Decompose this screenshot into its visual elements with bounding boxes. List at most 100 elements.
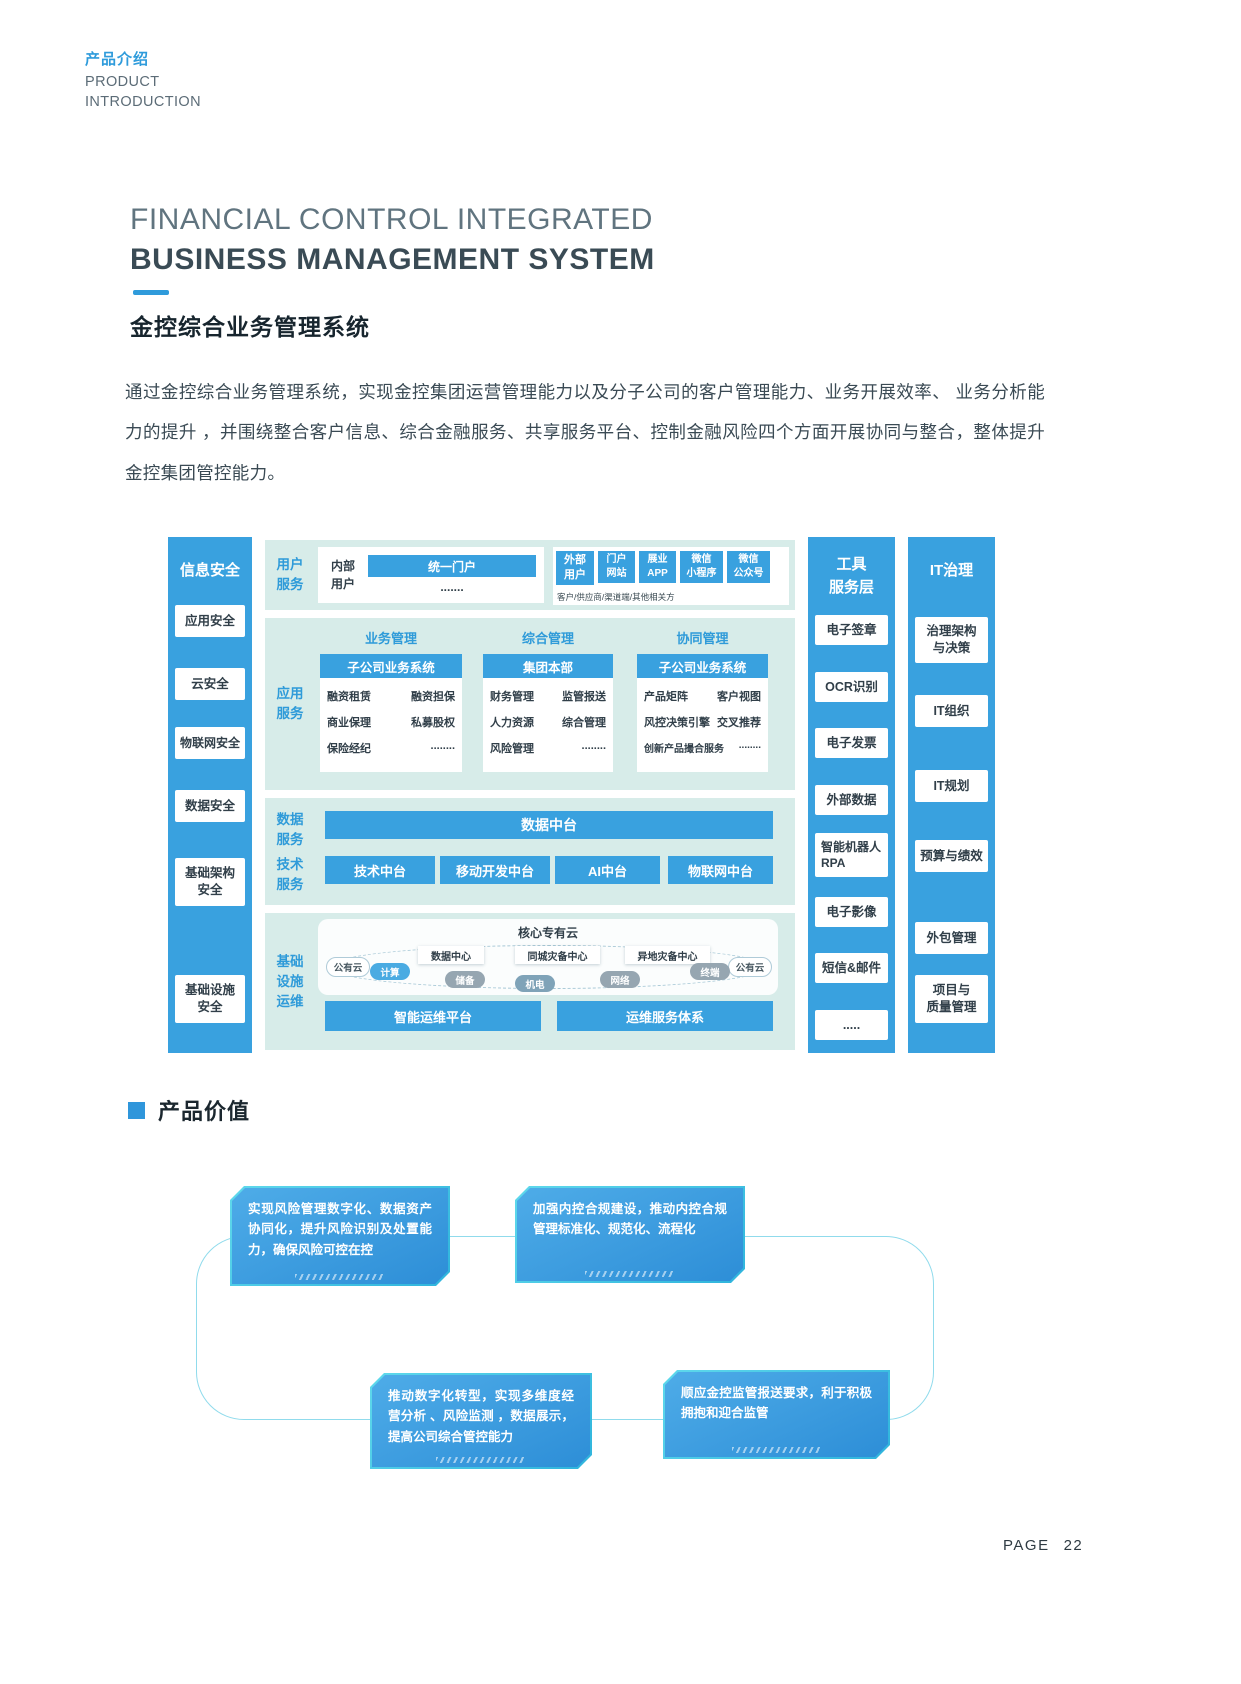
app-item: 风控决策引擎 [644, 717, 710, 729]
app-item: 融资租赁 [327, 691, 371, 703]
infra-label: 基础 设施 运维 [276, 953, 304, 1010]
app-item: 交叉推荐 [717, 717, 761, 729]
column-header-collaboration: 协同管理 [676, 630, 729, 646]
channel-wechat-official: 微信 公众号 [727, 551, 770, 583]
tools-column-title: 工具 服务层 [828, 555, 874, 596]
security-item: 物联网安全 [175, 727, 245, 759]
app-card-row: 风控决策引擎 交叉推荐 [637, 714, 768, 730]
private-cloud-title: 核心专有云 [517, 925, 578, 940]
public-cloud-right: 公有云 [728, 957, 772, 977]
security-item: 基础设施 安全 [175, 975, 245, 1023]
channel-portal-site: 门户 网站 [598, 551, 635, 583]
ops-platform-bar: 智能运维平台 [325, 1001, 541, 1031]
app-item: 保险经纪 [327, 743, 371, 755]
it-gov-item: 外包管理 [915, 922, 988, 954]
app-item: 风险管理 [490, 743, 534, 755]
column-header-comprehensive: 综合管理 [521, 630, 574, 646]
tool-item: 短信&邮件 [815, 953, 888, 983]
app-card-row: 人力资源 综合管理 [483, 714, 613, 730]
infra-pill-mep: 机电 [515, 975, 555, 992]
it-governance-title: IT治理 [929, 562, 974, 580]
security-item: 数据安全 [175, 790, 245, 822]
section-marker [128, 1102, 145, 1119]
channel-business-app: 展业 APP [639, 551, 676, 583]
title-en-line1: FINANCIAL CONTROL INTEGRATED [130, 203, 653, 236]
security-item: 基础架构 安全 [175, 858, 245, 906]
intro-paragraph: 通过金控综合业务管理系统，实现金控集团运营管理能力以及分子公司的客户管理能力、业… [125, 382, 1045, 483]
it-gov-item: IT规划 [915, 770, 988, 802]
title-accent-dash [133, 290, 169, 295]
column-header-business: 业务管理 [364, 630, 417, 646]
app-item: 监管报送 [562, 691, 606, 703]
tool-item: 电子发票 [815, 728, 888, 758]
app-card-subsidiary-2: 子公司业务系统 产品矩阵 客户视图 风控决策引擎 交叉推荐 创新产品撮合服务 .… [637, 654, 768, 772]
data-center-box: 数据中心 [418, 946, 484, 964]
app-item: 客户视图 [717, 691, 761, 703]
page-footer: PAGE 22 [1003, 1537, 1083, 1554]
app-card-row: 商业保理 私募股权 [320, 714, 462, 730]
external-user-box: 外部 用户 门户 网站 展业 APP 微信 小程序 微信 公众号 客户/供应商/… [553, 547, 789, 605]
app-card-row: 财务管理 监管报送 [483, 688, 613, 704]
infra-pill-terminal: 终端 [690, 963, 730, 980]
infra-pill-network: 网络 [600, 971, 640, 988]
app-item: ........ [738, 740, 761, 751]
footer-page-number: 22 [1063, 1537, 1084, 1554]
app-card-row: 融资租赁 融资担保 [320, 688, 462, 704]
tech-platform: 技术中台 [325, 856, 435, 884]
value-box-risk: 实现风险管理数字化、数据资产协同化，提升风险识别及处置能力，确保风险可控在控 [230, 1186, 450, 1286]
eyebrow-cn: 产品介绍 [85, 51, 150, 68]
ops-service-bar: 运维服务体系 [557, 1001, 773, 1031]
app-item: 产品矩阵 [644, 691, 688, 703]
section-title: 产品价值 [158, 1099, 251, 1124]
internal-user-label: 内部 用户 [330, 559, 355, 591]
app-item: 商业保理 [327, 717, 371, 729]
app-item: 融资担保 [411, 691, 455, 703]
value-box-text: 加强内控合规建设，推动内控合规管理标准化、规范化、流程化 [517, 1188, 743, 1281]
app-card-row: 保险经纪 ........ [320, 740, 462, 756]
data-platform-bar: 数据中台 [325, 811, 773, 839]
app-card-headquarters: 集团本部 财务管理 监管报送 人力资源 综合管理 风险管理 ........ [483, 654, 613, 772]
infra-pill-storage: 储备 [445, 971, 485, 988]
tool-item: 电子签章 [815, 615, 888, 645]
tech-platform: AI中台 [555, 856, 660, 884]
internal-user-box: 内部 用户 统一门户 ....... [318, 547, 544, 603]
title-en-line2: BUSINESS MANAGEMENT SYSTEM [130, 243, 655, 276]
channel-wechat-mini: 微信 小程序 [680, 551, 723, 583]
app-card-subsidiary-1: 子公司业务系统 融资租赁 融资担保 商业保理 私募股权 保险经纪 .......… [320, 654, 462, 772]
tech-platform: 物联网中台 [668, 856, 773, 884]
app-item: ........ [430, 740, 455, 752]
tool-item: 外部数据 [815, 785, 888, 815]
value-box-regulation: 顺应金控监管报送要求，利于积极拥抱和迎合监管 [663, 1370, 890, 1459]
private-cloud-area: 核心专有云 数据中心 同城灾备中心 异地灾备中心 公有云 公有云 计算 储备 机… [318, 919, 778, 995]
app-card-row: 风险管理 ........ [483, 740, 613, 756]
tool-item: 电子影像 [815, 897, 888, 927]
user-service-label: 用户 服务 [276, 556, 304, 592]
security-column-title: 信息安全 [179, 562, 240, 580]
app-card-title: 集团本部 [483, 654, 613, 678]
user-service-row: 用户 服务 内部 用户 统一门户 ....... 外部 用户 门户 网站 展业 … [265, 540, 795, 610]
app-card-row: 创新产品撮合服务 ........ [637, 740, 768, 755]
tools-column: 工具 服务层 电子签章 OCR识别 电子发票 外部数据 智能机器人 RPA 电子… [808, 537, 895, 1053]
it-gov-item: IT组织 [915, 695, 988, 727]
value-box-digital: 推动数字化转型，实现多维度经营分析 、风险监测 ，数据展示，提高公司综合管控能力 [370, 1373, 592, 1469]
local-dr-center-box: 同城灾备中心 [515, 946, 600, 964]
app-card-row: 产品矩阵 客户视图 [637, 688, 768, 704]
app-item: 综合管理 [562, 717, 606, 729]
external-user-note: 客户/供应商/渠道端/其他相关方 [557, 592, 675, 602]
value-box-text: 顺应金控监管报送要求，利于积极拥抱和迎合监管 [665, 1372, 888, 1457]
app-item: 创新产品撮合服务 [644, 744, 724, 755]
infra-row: 基础 设施 运维 核心专有云 数据中心 同城灾备中心 异地灾备中心 公有云 公有… [265, 913, 795, 1050]
title-cn: 金控综合业务管理系统 [130, 314, 370, 340]
app-item: 人力资源 [490, 717, 534, 729]
app-service-label: 应用 服务 [276, 685, 304, 721]
public-cloud-left: 公有云 [326, 957, 370, 977]
security-item: 应用安全 [175, 605, 245, 637]
architecture-diagram: 信息安全 应用安全 云安全 物联网安全 数据安全 基础架构 安全 基础设施 安全… [168, 537, 995, 1053]
app-service-row: 应用 服务 业务管理 综合管理 协同管理 子公司业务系统 融资租赁 融资担保 商… [265, 618, 795, 790]
infra-pill-compute: 计算 [370, 963, 410, 980]
it-gov-item: 项目与 质量管理 [915, 975, 988, 1023]
tech-platform: 移动开发中台 [440, 856, 550, 884]
app-item: 私募股权 [411, 717, 455, 729]
remote-dr-center-box: 异地灾备中心 [625, 946, 710, 964]
tool-item: 智能机器人 RPA [815, 833, 888, 877]
